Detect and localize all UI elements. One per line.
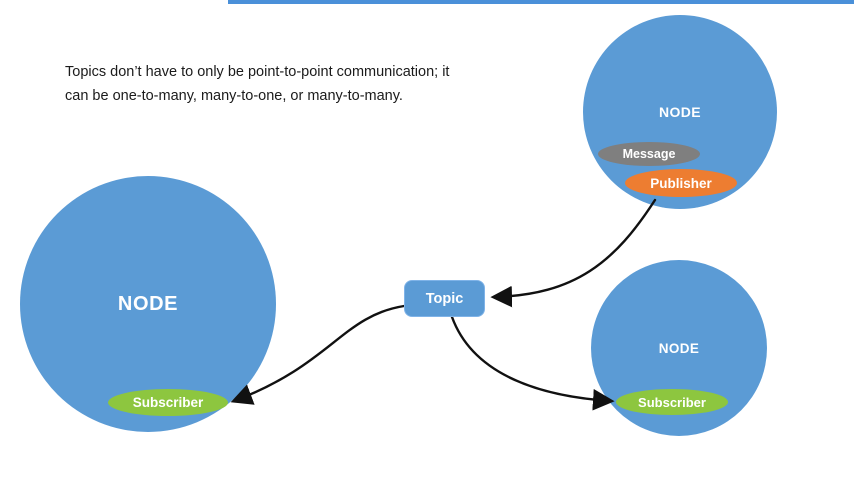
subscriber-badge-bottom-right: Subscriber: [616, 389, 728, 415]
publisher-badge: Publisher: [625, 169, 737, 197]
node-top-right-label: NODE: [658, 104, 702, 120]
topic-box: Topic: [404, 280, 485, 317]
caption-line-2: can be one-to-many, many-to-one, or many…: [65, 88, 403, 104]
caption-line-1: Topics don’t have to only be point-to-po…: [65, 64, 450, 80]
node-bottom-right-label: NODE: [658, 340, 700, 356]
subscriber-badge-left: Subscriber: [108, 389, 228, 416]
caption: Topics don’t have to only be point-to-po…: [65, 60, 449, 108]
arrow-topic-to-right-subscriber: [450, 315, 615, 411]
message-badge: Message: [598, 142, 700, 166]
node-left-label: NODE: [117, 292, 179, 315]
top-progress-line: [228, 0, 854, 4]
